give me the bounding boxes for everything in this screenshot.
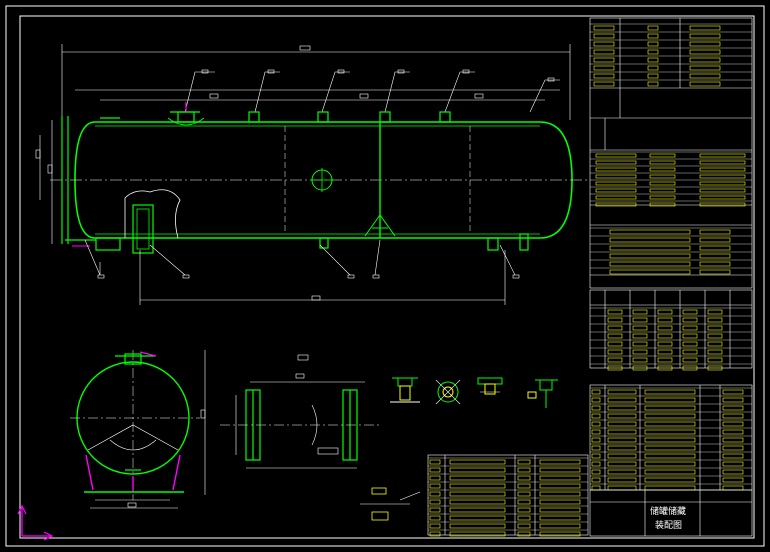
drawing-title-line1: 储罐储藏 [650, 505, 686, 517]
vessel-shell [74, 121, 573, 239]
technical-spec-table [589, 17, 753, 289]
inner-frame [19, 15, 755, 539]
spec-table-rows [590, 23, 752, 275]
parts-list-rows [590, 387, 752, 491]
ucs-axis-icon [17, 504, 54, 541]
nozzle-details [390, 377, 558, 408]
nozzle-table-rows [590, 307, 752, 371]
side-end-view [70, 350, 206, 509]
bill-of-materials [427, 454, 589, 536]
saddle-detail-view [220, 354, 380, 469]
title-block: 储罐储藏 装配图 [589, 489, 753, 537]
bom-rows [428, 457, 588, 537]
bolt-detail [360, 487, 421, 521]
nozzle-table [589, 289, 753, 369]
outer-frame [5, 5, 765, 547]
drawing-title-line2: 装配图 [655, 519, 682, 531]
main-elevation-view [35, 44, 590, 305]
